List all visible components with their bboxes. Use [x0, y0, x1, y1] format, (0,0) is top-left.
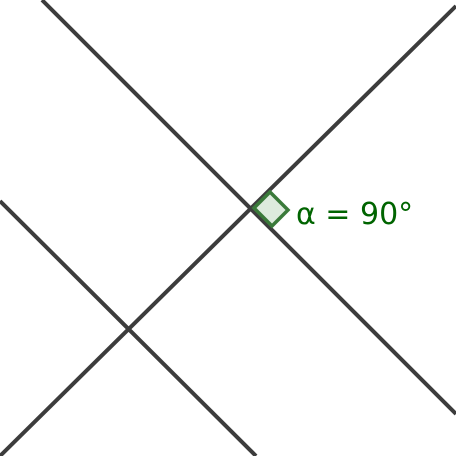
- angle-label: α = 90°: [296, 197, 413, 232]
- line-descending-lower: [0, 199, 258, 456]
- line-ascending: [0, 4, 456, 456]
- line-descending-upper: [40, 0, 456, 416]
- right-angle-marker: [251, 189, 291, 229]
